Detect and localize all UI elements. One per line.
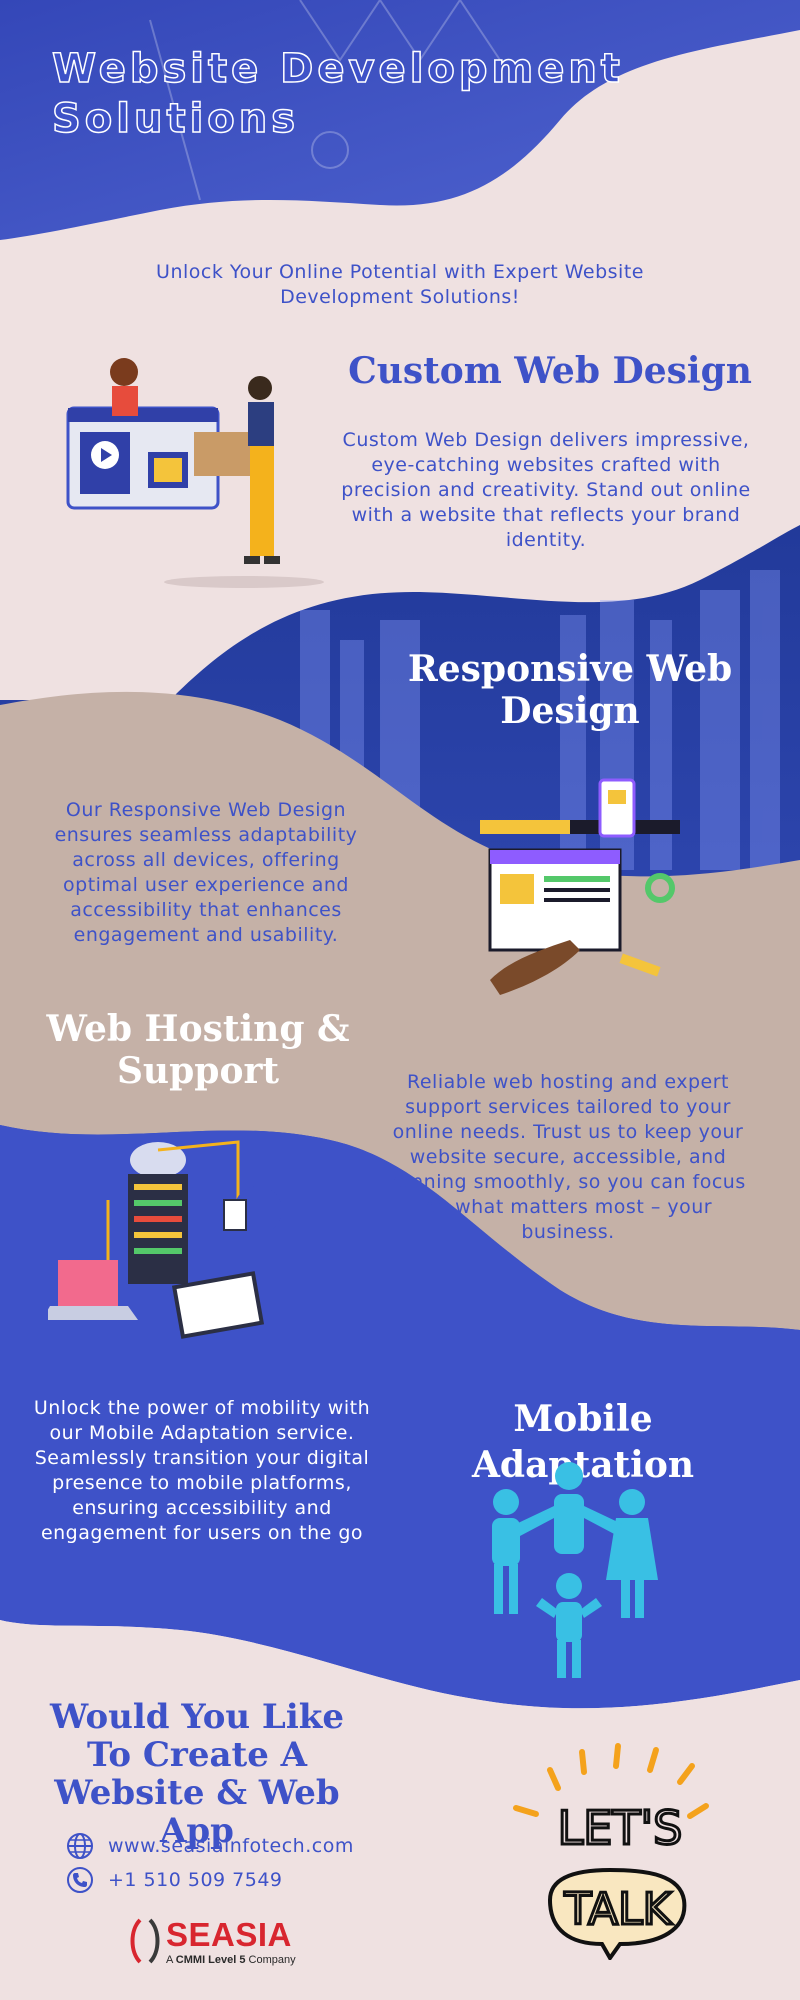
- contact-phone[interactable]: +1 510 509 7549: [108, 1869, 283, 1891]
- seasia-logo[interactable]: SEASIA A CMMI Level 5 Company: [124, 1916, 324, 1970]
- responsive-web-design-text: Our Responsive Web Design ensures seamle…: [54, 799, 358, 946]
- taupe-band: [0, 691, 800, 1330]
- mobile-adaptation-text: Unlock the power of mobility with our Mo…: [33, 1397, 371, 1544]
- globe-icon: [67, 1833, 93, 1859]
- badge-bubble: [547, 1867, 687, 1960]
- logo-name: SEASIA: [166, 1916, 292, 1953]
- phone-icon: [67, 1867, 93, 1893]
- badge-line-1: LET'S: [558, 1801, 683, 1855]
- logo-tagline: A CMMI Level 5 Company: [166, 1954, 296, 1966]
- custom-design-illustration: [66, 358, 324, 588]
- seasia-logo-mark-icon: [130, 1918, 160, 1964]
- tagline-bold: CMMI Level 5: [175, 1954, 246, 1966]
- web-hosting-text: Reliable web hosting and expert support …: [390, 1071, 746, 1243]
- lets-talk-badge[interactable]: LET'S TALK: [510, 1740, 730, 1960]
- people-group-icon: [492, 1462, 658, 1678]
- custom-web-design-title: Custom Web Design: [348, 350, 752, 392]
- blue-band: [0, 1125, 800, 1709]
- mobile-adaptation-title: Mobile Adaptation: [471, 1398, 695, 1486]
- tagline-suffix: Company: [245, 1954, 296, 1966]
- intro-text: Unlock Your Online Potential with Expert…: [156, 261, 644, 308]
- contact-phone-row[interactable]: +1 510 509 7549: [66, 1866, 283, 1894]
- hosting-illustration: [48, 1140, 282, 1339]
- contact-website-row[interactable]: www.seasiainfotech.com: [66, 1832, 354, 1860]
- cta-title: Would You Like To Create A Website & Web…: [50, 1697, 344, 1851]
- header-truss: [149, 0, 501, 201]
- responsive-web-design-title: Responsive Web Design: [407, 648, 733, 732]
- header-banner: [0, 0, 800, 240]
- badge-line-2: TALK: [564, 1884, 673, 1935]
- responsive-design-illustration: [480, 778, 680, 995]
- web-hosting-title: Web Hosting & Support: [46, 1008, 350, 1092]
- contact-website[interactable]: www.seasiainfotech.com: [108, 1835, 354, 1857]
- page-title: Website Development Solutions: [51, 45, 624, 143]
- tagline-prefix: A: [166, 1954, 176, 1966]
- badge-rays: [513, 1743, 709, 1819]
- custom-web-design-text: Custom Web Design delivers impressive, e…: [341, 429, 751, 551]
